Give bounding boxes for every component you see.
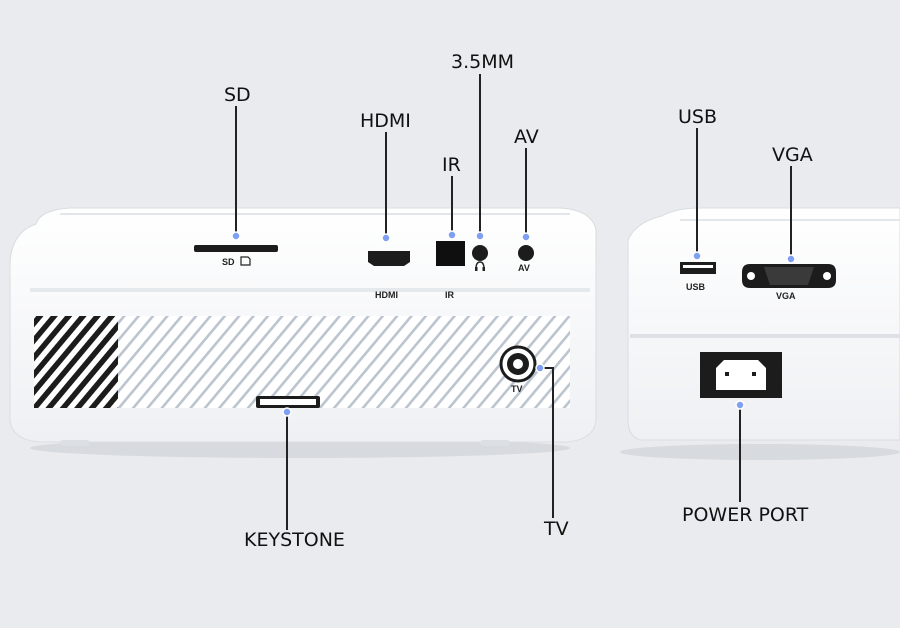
ir-printed-label: IR [445,290,454,300]
mm35-callout: 3.5MM [451,51,515,73]
vga-callout: VGA [772,144,813,166]
projector-side-body [620,207,900,460]
ir-callout: IR [442,154,461,176]
usb-port [680,262,716,274]
vga-printed-label: VGA [776,291,796,301]
projector-rear-body [9,207,597,458]
keystone-dot [282,407,292,417]
headphone-icon [475,261,485,271]
hdmi-printed-label: HDMI [375,290,398,300]
av-jack [518,245,534,261]
sd-card-icon [240,256,251,266]
ir-receiver [436,241,465,266]
tv-dot [535,363,545,373]
leader-lines [235,74,792,530]
vent-grille [34,316,570,408]
av-printed-label: AV [518,263,530,273]
keystone-wheel [256,396,320,408]
sd-card-slot [194,245,278,252]
av-dot [521,232,531,242]
av-callout: AV [514,126,539,148]
keystone-callout: KEYSTONE [244,529,345,551]
power-socket [700,352,782,398]
tv-callout: TV [544,518,569,540]
sd-callout: SD [224,84,251,106]
sd-dot [231,231,241,241]
callout-dots [231,230,796,417]
hdmi-dot [381,233,391,243]
vent-grille-dark [34,316,118,408]
tv-printed-label: TV [511,384,523,394]
usb-callout: USB [678,106,718,128]
power-port-callout: POWER PORT [682,504,809,526]
mm35-dot [475,231,485,241]
headphone-jack [472,245,488,261]
vga-port [742,264,836,288]
tv-coax-port [499,345,537,383]
power-dot [735,400,745,410]
hdmi-port [368,251,410,266]
hdmi-callout: HDMI [360,110,411,132]
usb-printed-label: USB [686,282,706,292]
ir-dot [447,230,457,240]
vga-dot [786,254,796,264]
sd-printed-label: SD [222,257,235,267]
usb-dot [692,251,702,261]
